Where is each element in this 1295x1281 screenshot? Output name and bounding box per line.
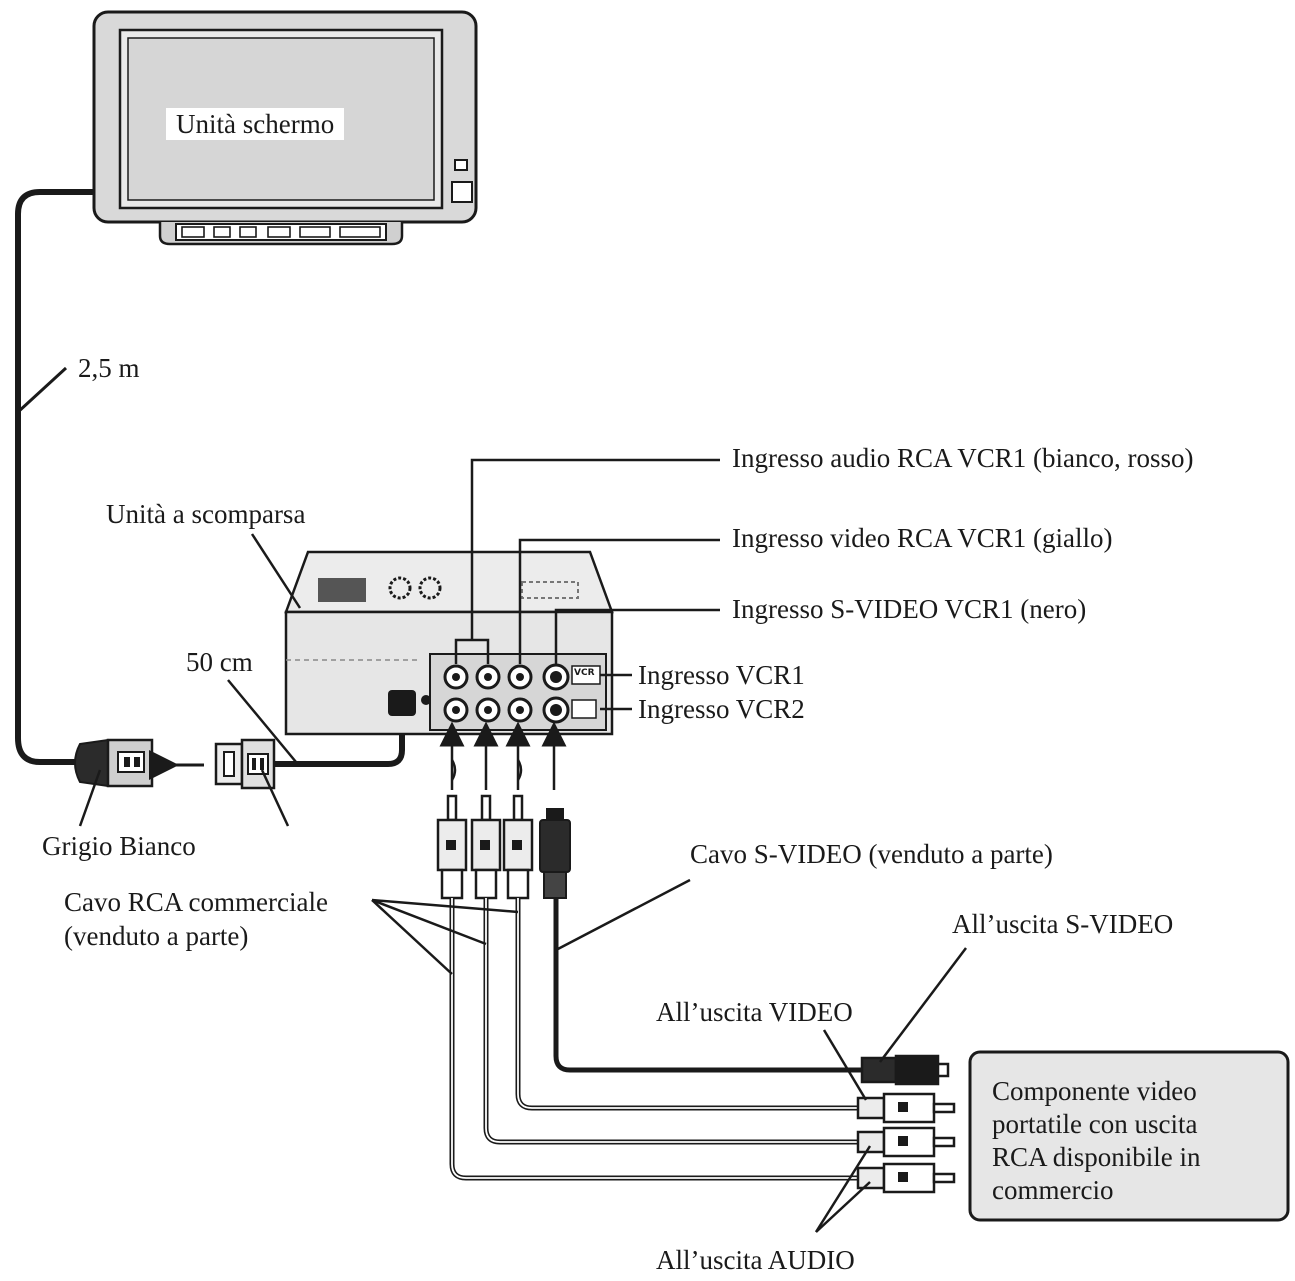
white-connector [214, 738, 276, 790]
cable-length-short-label: 50 cm [186, 647, 253, 677]
to-video-out-label: All’uscita VIDEO [656, 997, 853, 1027]
gray-leader [78, 769, 102, 827]
video-out-leader [822, 1029, 868, 1101]
video-input-leader [518, 538, 720, 664]
to-svideo-out-label: All’uscita S-VIDEO [952, 909, 1174, 939]
audio-input-vcr1-label: Ingresso audio RCA VCR1 (bianco, rosso) [732, 443, 1194, 473]
signal-cables [449, 898, 862, 1181]
to-audio-out-label: All’uscita AUDIO [656, 1245, 855, 1275]
audio-out-leader-1 [814, 1145, 872, 1233]
screen-led-icon [454, 159, 468, 171]
cable-length-main-label: 2,5 m [78, 353, 140, 383]
svideo-cable-leader [555, 878, 691, 952]
connector-colors-label: Grigio Bianco [42, 831, 196, 861]
video-input-vcr1-label: Ingresso video RCA VCR1 (giallo) [732, 523, 1113, 553]
svideo-cable-label: Cavo S-VIDEO (venduto a parte) [690, 839, 1053, 869]
input-vcr2-label: Ingresso VCR2 [638, 694, 805, 724]
main-cable [15, 189, 94, 765]
hideaway-leader [250, 533, 302, 609]
gray-connector [74, 738, 154, 788]
rca-cable-label-line2: (venduto a parte) [64, 921, 249, 951]
length-leader-line [16, 366, 68, 414]
audio-out-leader-2 [815, 1181, 871, 1233]
component-label-line3: RCA disponibile in [992, 1142, 1201, 1172]
rca-cable-label-line1: Cavo RCA commerciale [64, 887, 328, 917]
input-vcr1-label: Ingresso VCR1 [638, 660, 805, 690]
screen-unit-label: Unità schermo [166, 108, 345, 140]
portable-component-box [968, 1050, 1290, 1222]
component-label-line1: Componente video [992, 1076, 1197, 1106]
short-cable [274, 702, 405, 767]
screen-button-icon [451, 181, 473, 203]
component-plugs [856, 1054, 956, 1194]
hideaway-unit [284, 550, 614, 736]
svideo-input-leader [554, 608, 720, 664]
svideo-input-vcr1-label: Ingresso S-VIDEO VCR1 (nero) [732, 594, 1087, 624]
hideaway-unit-label: Unità a scomparsa [106, 499, 306, 529]
component-label-line2: portatile con uscita [992, 1109, 1198, 1139]
vcr-tag: VCR [574, 668, 595, 678]
portable-component-label: Componente video portatile con uscita RC… [992, 1075, 1262, 1207]
rca-plugs [436, 794, 571, 900]
audio-input-leader [470, 458, 720, 640]
white-leader [260, 769, 290, 827]
component-label-line4: commercio [992, 1175, 1114, 1205]
svideo-out-leader [879, 947, 967, 1063]
short-cable-leader [227, 679, 297, 763]
